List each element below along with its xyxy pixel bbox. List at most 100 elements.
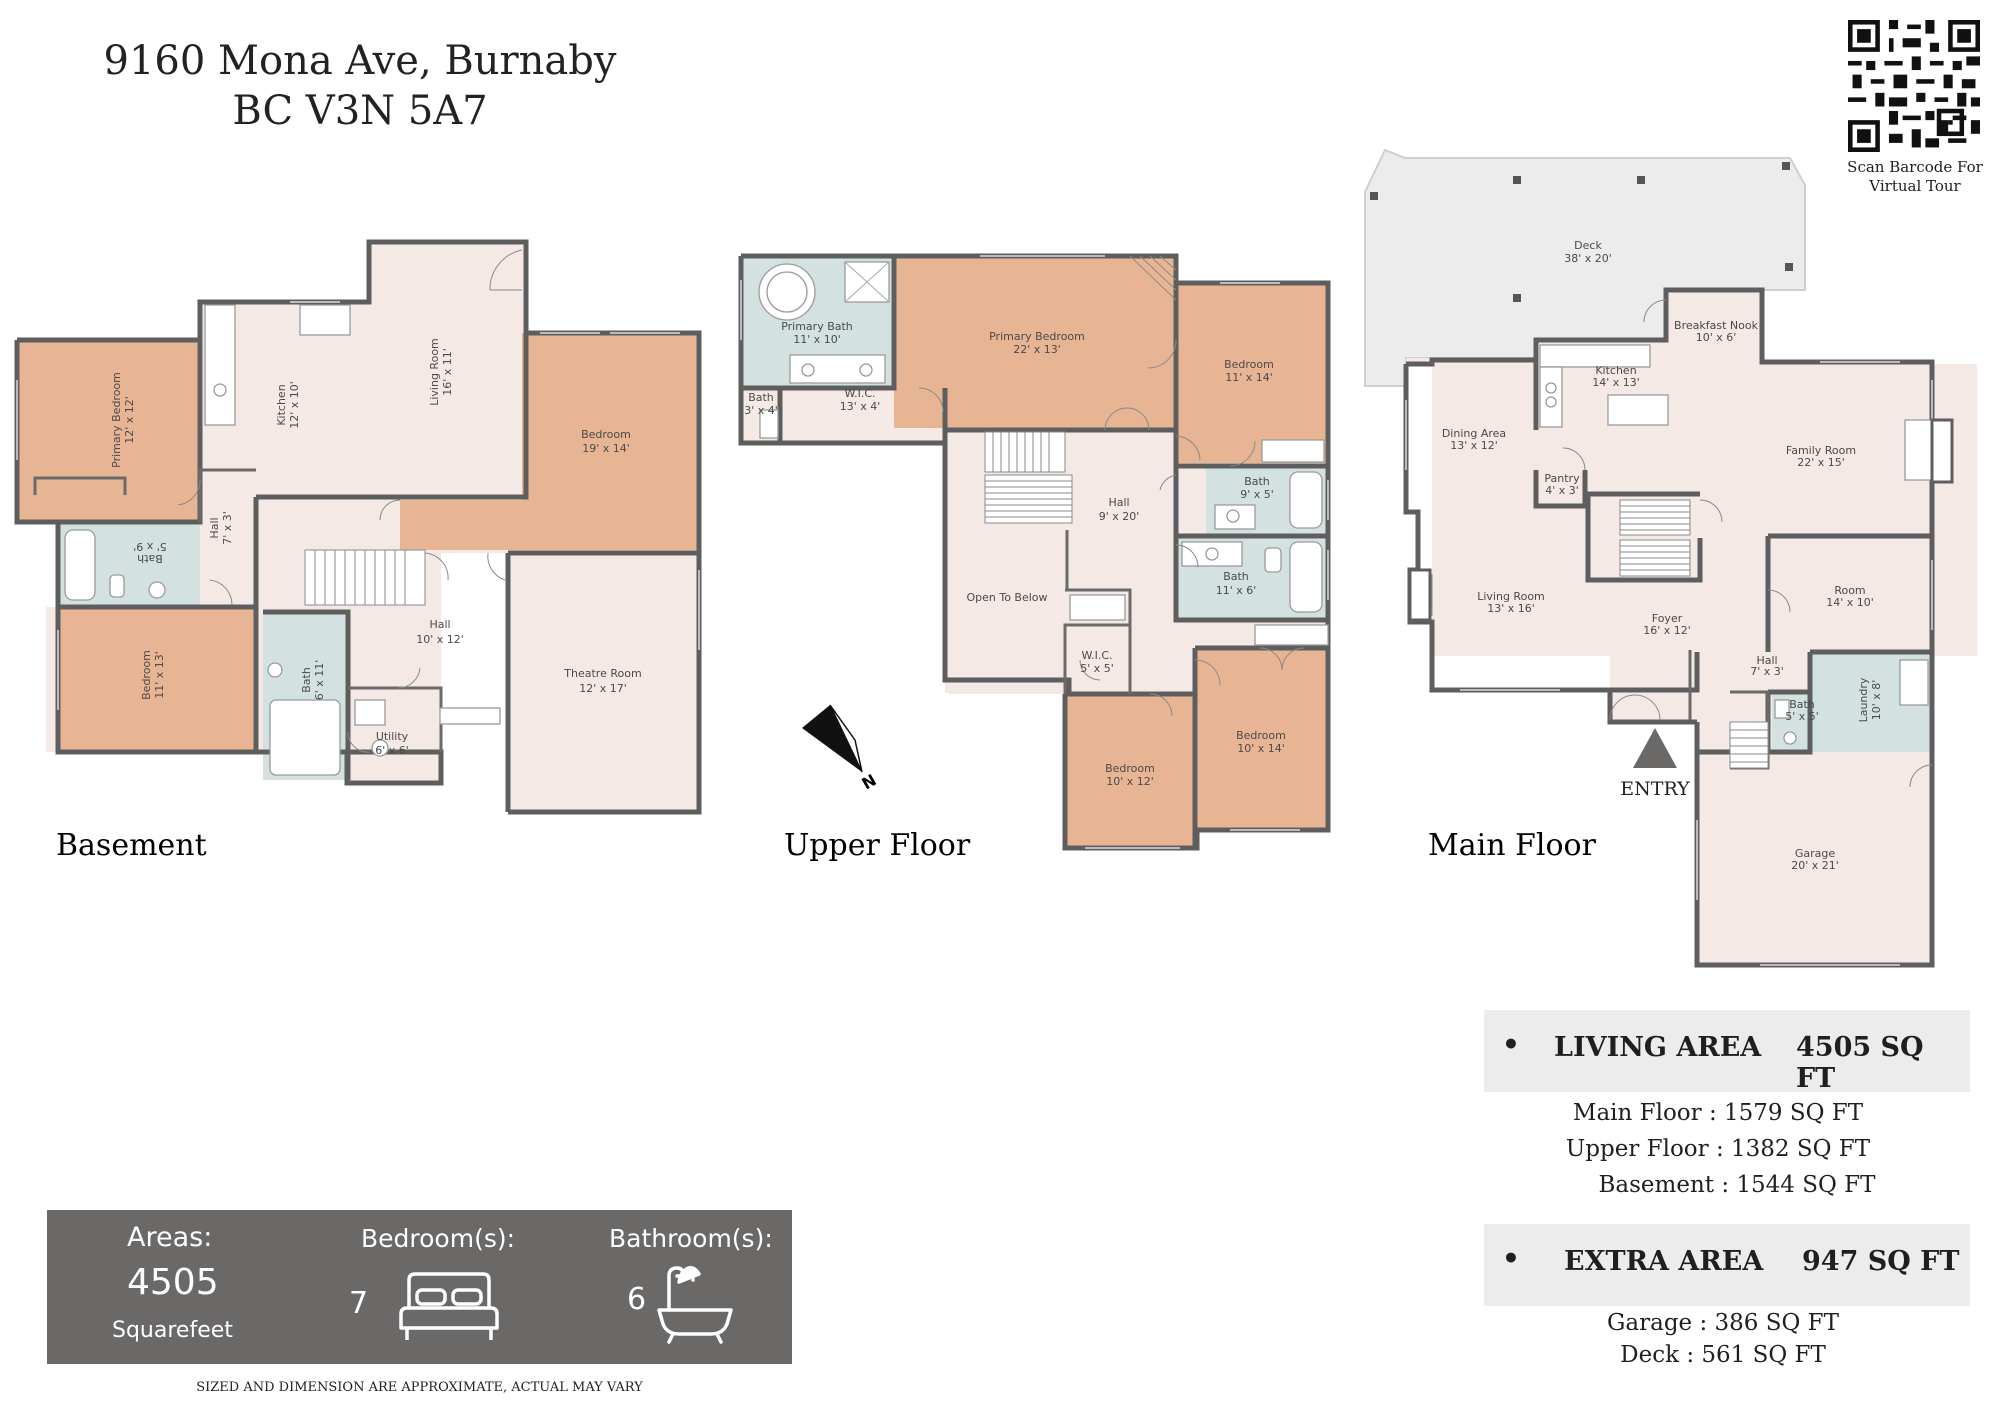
extra-area-band: • EXTRA AREA 947 SQ FT <box>1484 1224 1970 1306</box>
room-label: Bath <box>137 552 163 565</box>
main-floor-area: Main Floor : 1579 SQ FT <box>1572 1100 1864 1126</box>
room-dims: 19' x 14' <box>582 442 630 455</box>
bathrooms-label: Bathroom(s): <box>609 1224 773 1253</box>
bedroom-11x14[interactable] <box>1176 283 1328 463</box>
room-label: W.I.C. <box>1081 649 1112 662</box>
primary-bedroom[interactable] <box>17 340 200 522</box>
bathrooms-value: 6 <box>627 1282 647 1317</box>
room-label: Foyer <box>1652 612 1683 625</box>
basement-area: Basement : 1544 SQ FT <box>1598 1172 1876 1198</box>
room-dims: 13' x 12' <box>1450 439 1498 452</box>
basement-plan: Primary Bedroom 12' x 12' Kitchen 12' x … <box>14 239 702 815</box>
room-label: Living Room <box>1477 590 1545 603</box>
room-label: Theatre Room <box>563 667 641 680</box>
stats-box: Areas: 4505 Squarefeet Bedroom(s): 7 Bat… <box>47 1210 792 1364</box>
room-label: Hall <box>1108 496 1129 509</box>
areas-unit: Squarefeet <box>112 1318 233 1343</box>
room-label: Kitchen <box>1595 364 1636 377</box>
open-to-below[interactable] <box>949 530 1069 680</box>
room-label: Garage <box>1795 847 1836 860</box>
room-dims: 9' x 5' <box>1240 488 1274 501</box>
areas-label: Areas: <box>127 1222 213 1253</box>
bedrooms-label: Bedroom(s): <box>361 1224 516 1253</box>
north-compass-icon: N <box>802 704 880 793</box>
deck-area: Deck : 561 SQ FT <box>1620 1342 1826 1368</box>
room-label: Kitchen <box>275 384 288 425</box>
qr-code-icon[interactable] <box>1848 20 1980 152</box>
bedroom-19x14[interactable] <box>522 333 699 550</box>
room-dims: 5' x 5' <box>1785 710 1819 723</box>
room-label: Family Room <box>1786 444 1856 457</box>
bedroom-11x13[interactable] <box>58 607 256 752</box>
room-dims: 11' x 13' <box>153 651 166 699</box>
qr-caption: Scan Barcode For Virtual Tour <box>1847 158 1983 195</box>
room-dims: 22' x 13' <box>1013 343 1061 356</box>
room-dims: 10' x 12' <box>1106 775 1154 788</box>
room-dims: 5' x 5' <box>1080 662 1114 675</box>
room-label: Hall <box>208 517 221 538</box>
living-area-label: LIVING AREA <box>1554 1032 1762 1063</box>
bed-icon <box>399 1272 499 1340</box>
room-dims: 13' x 16' <box>1487 602 1535 615</box>
living-area-breakdown: Main Floor : 1579 SQ FT Upper Floor : 13… <box>1484 1100 1970 1198</box>
room-label: Primary Bath <box>781 320 853 333</box>
room-label: Bath <box>748 391 774 404</box>
main-floor-plan: Deck 38' x 20' Breakfast Nook 10' x 6' K… <box>1364 148 1977 968</box>
room-label: Primary Bedroom <box>989 330 1085 343</box>
upper-floor-plan: Primary Bath 11' x 10' Primary Bedroom 2… <box>738 253 1331 851</box>
room-dims: 16' x 11' <box>441 348 454 396</box>
room-dims: 12' x 12' <box>123 396 136 444</box>
room-label: W.I.C. <box>844 387 875 400</box>
property-address: 9160 Mona Ave, Burnaby BC V3N 5A7 <box>0 36 720 136</box>
entry-label: ENTRY <box>1620 778 1690 800</box>
room-dims: 14' x 13' <box>1592 376 1640 389</box>
room-dims: 20' x 21' <box>1791 859 1839 872</box>
theatre-room[interactable] <box>508 553 699 812</box>
extra-area-breakdown: Garage : 386 SQ FT Deck : 561 SQ FT <box>1484 1310 1970 1368</box>
garage-area: Garage : 386 SQ FT <box>1607 1310 1839 1336</box>
room-label: Bedroom <box>140 650 153 700</box>
room-dims: 38' x 20' <box>1564 252 1612 265</box>
extra-area-label: EXTRA AREA <box>1564 1246 1764 1277</box>
room-label: Deck <box>1574 239 1602 252</box>
room-dims: 11' x 10' <box>793 333 841 346</box>
room-dims: 5' x 9' <box>133 540 167 553</box>
living-area-band: • LIVING AREA 4505 SQ FT <box>1484 1010 1970 1094</box>
main-floor-title: Main Floor <box>1428 828 1597 863</box>
disclaimer: SIZED AND DIMENSION ARE APPROXIMATE, ACT… <box>196 1380 643 1395</box>
room-dims: 9' x 20' <box>1099 510 1140 523</box>
room-label: Dining Area <box>1442 427 1506 440</box>
room-label: Breakfast Nook <box>1674 319 1759 332</box>
bedroom-10x14[interactable] <box>1195 648 1328 830</box>
room-dims: 4' x 3' <box>1545 484 1579 497</box>
bedroom-10x12[interactable] <box>1065 694 1195 848</box>
room-dims: 11' x 14' <box>1225 371 1273 384</box>
room-dims: 10' x 14' <box>1237 742 1285 755</box>
room-dims: 10' x 12' <box>416 633 464 646</box>
extra-area-value: 947 SQ FT <box>1802 1246 1960 1277</box>
primary-bedroom[interactable] <box>894 256 1176 428</box>
room-dims: 3' x 4' <box>744 404 778 417</box>
room-dims: 6' x 6' <box>375 744 409 757</box>
room-label: Living Room <box>428 338 441 406</box>
room-dims: 7' x 3' <box>221 511 234 545</box>
room-label: Hall <box>429 618 450 631</box>
room-dims: 6' x 11' <box>313 660 326 701</box>
room-label: Bath <box>1244 475 1270 488</box>
room-dims: 14' x 10' <box>1826 596 1874 609</box>
address-line1: 9160 Mona Ave, Burnaby <box>103 38 617 84</box>
upper-floor-area: Upper Floor : 1382 SQ FT <box>1565 1136 1871 1162</box>
room-label: Bath <box>300 667 313 693</box>
room-dims: 10' x 8' <box>1870 680 1883 721</box>
room-label: Bath <box>1223 570 1249 583</box>
room-label: Laundry <box>1857 677 1870 722</box>
room-label: Bath <box>1789 698 1815 711</box>
living-area-value: 4505 SQ FT <box>1796 1032 1924 1094</box>
upper-floor-title: Upper Floor <box>784 828 971 863</box>
room-dims: 10' x 6' <box>1696 331 1737 344</box>
room-label: Bedroom <box>581 428 631 441</box>
garage[interactable] <box>1697 752 1932 965</box>
room-dims: 13' x 4' <box>840 400 881 413</box>
bullet-icon: • <box>1502 1242 1520 1275</box>
